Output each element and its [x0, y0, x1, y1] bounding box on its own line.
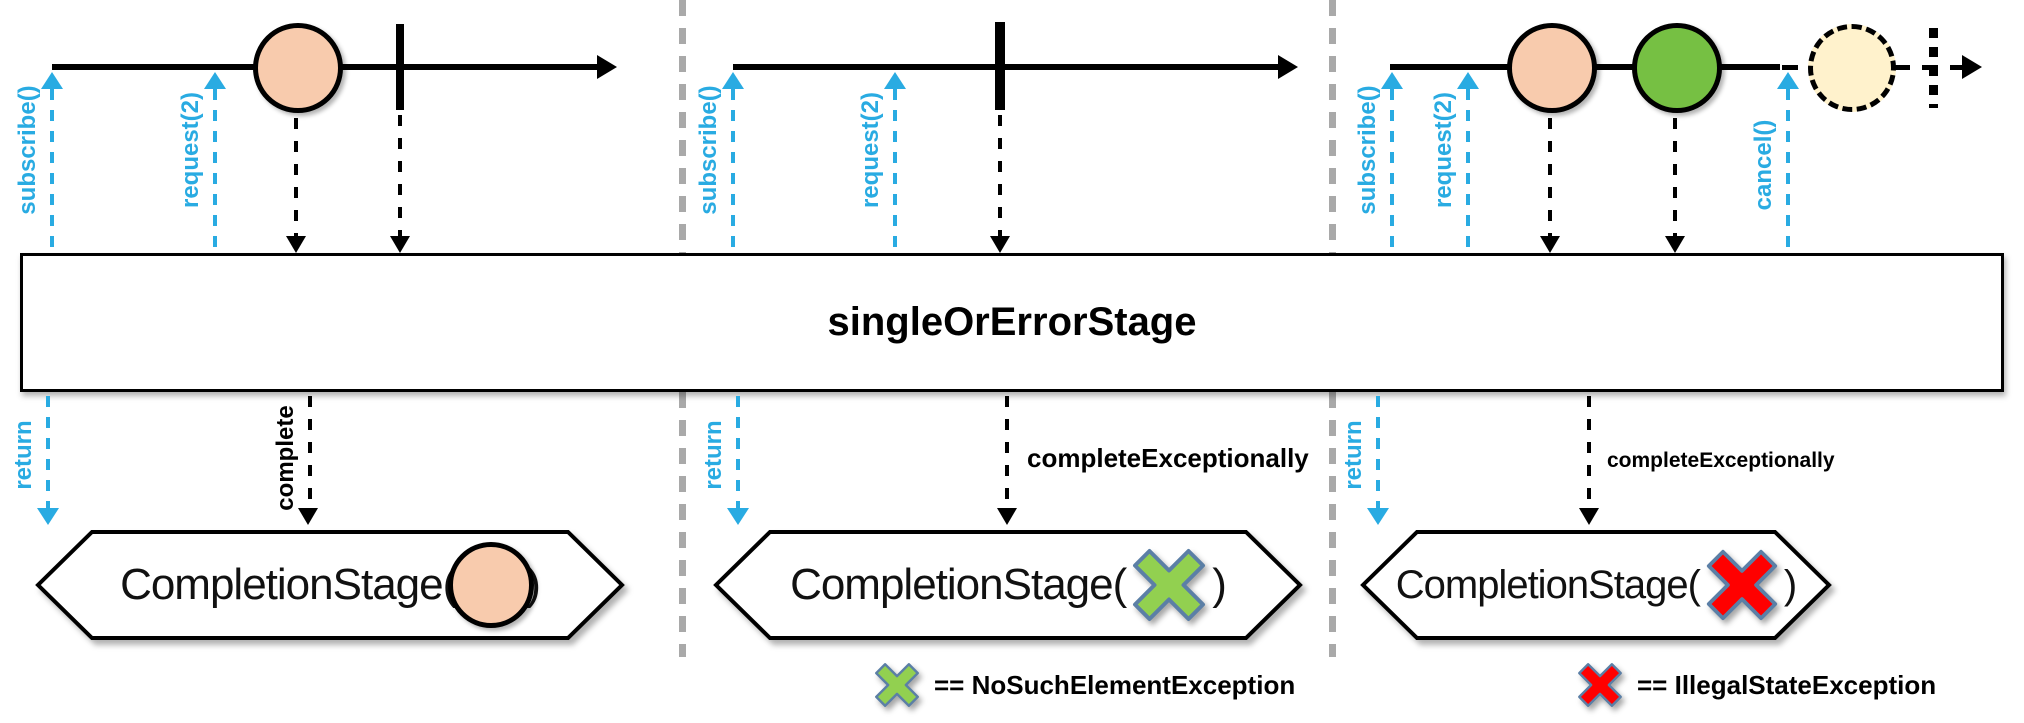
onnext-arrowhead-icon: [286, 236, 306, 253]
complete-exceptionally-arrow: [1587, 396, 1591, 508]
complete-exceptionally-label: completeExceptionally: [1607, 449, 1835, 472]
marble-green: [1632, 23, 1722, 113]
green-x-icon: [1133, 549, 1206, 621]
legend-label: == IllegalStateException: [1637, 669, 1937, 700]
marble-peach: [1507, 23, 1597, 113]
completion-stage-content: CompletionStage( ): [35, 529, 625, 641]
onnext-arrow: [1673, 118, 1677, 236]
legend-illegal-state: == IllegalStateException: [1575, 660, 1936, 710]
return-arrowhead-icon: [727, 508, 749, 525]
return-arrow: [1376, 396, 1380, 508]
red-x-icon: [1706, 549, 1778, 621]
subscribe-arrowhead-icon: [1381, 72, 1403, 89]
subscribe-arrow: [50, 89, 54, 250]
cancel-label: cancel(): [1750, 119, 1777, 211]
request-label: request(2): [1430, 91, 1457, 209]
oncomplete-arrow: [398, 115, 402, 236]
timeline-arrowhead-icon: [597, 55, 617, 79]
timeline: [733, 64, 1278, 70]
return-arrow: [46, 396, 50, 508]
oncomplete-arrow: [998, 115, 1002, 236]
request-arrow: [1466, 89, 1470, 250]
complete-exceptionally-label: completeExceptionally: [1027, 443, 1309, 473]
marble-peach: [253, 23, 343, 113]
green-x-icon: [875, 663, 919, 707]
completion-stage-content: CompletionStage( ): [713, 529, 1303, 641]
subscribe-arrow: [731, 89, 735, 250]
complete-exceptionally-arrowhead-icon: [1579, 508, 1599, 525]
completion-stage-content: CompletionStage( ): [1360, 529, 1832, 641]
cancel-arrowhead-icon: [1777, 72, 1799, 89]
subscribe-label: subscribe(): [695, 85, 722, 215]
subscribe-arrowhead-icon: [722, 72, 744, 89]
return-arrowhead-icon: [37, 508, 59, 525]
onnext-arrowhead-icon: [1540, 236, 1560, 253]
result-marble-peach: [448, 542, 535, 628]
complete-tick: [396, 24, 404, 110]
complete-exceptionally-arrow: [1005, 396, 1009, 508]
subscribe-arrowhead-icon: [41, 72, 63, 89]
completion-stage-suffix: ): [1783, 562, 1797, 607]
onnext-arrowhead-icon: [1665, 236, 1685, 253]
stage-box-title: singleOrErrorStage: [827, 300, 1197, 344]
return-label: return: [10, 420, 37, 490]
legend-label: == NoSuchElementException: [934, 669, 1296, 700]
onnext-arrow: [294, 118, 298, 236]
oncomplete-arrowhead-icon: [990, 236, 1010, 253]
stage-box: singleOrErrorStage: [20, 253, 2004, 392]
completion-stage-prefix: CompletionStage(: [120, 560, 457, 609]
timeline-arrowhead-icon: [1278, 55, 1298, 79]
onnext-arrow: [1548, 118, 1552, 236]
completion-stage-prefix: CompletionStage(: [790, 560, 1127, 609]
complete-label: complete: [272, 405, 299, 511]
return-label: return: [1340, 420, 1367, 490]
completion-stage-suffix: ): [1212, 560, 1227, 609]
cancel-arrow: [1786, 89, 1790, 250]
request-label: request(2): [177, 91, 204, 209]
request-label: request(2): [857, 91, 884, 209]
request-arrowhead-icon: [204, 72, 226, 89]
return-arrowhead-icon: [1367, 508, 1389, 525]
return-label: return: [700, 420, 727, 490]
completion-stage-prefix: CompletionStage(: [1395, 562, 1701, 607]
subscribe-label: subscribe(): [1354, 85, 1381, 215]
complete-tick-dotted: [1929, 28, 1938, 108]
legend-no-such-element: == NoSuchElementException: [872, 660, 1295, 710]
request-arrowhead-icon: [884, 72, 906, 89]
completion-stage-shape: [1360, 530, 1832, 640]
return-arrow: [736, 396, 740, 508]
subscribe-label: subscribe(): [14, 85, 41, 215]
complete-arrow: [308, 396, 312, 508]
request-arrow: [893, 89, 897, 250]
red-x-icon: [1578, 663, 1622, 707]
timeline-arrowhead-icon: [1962, 55, 1982, 79]
request-arrowhead-icon: [1457, 72, 1479, 89]
complete-tick: [995, 22, 1005, 110]
request-arrow: [213, 89, 217, 250]
complete-exceptionally-arrowhead-icon: [997, 508, 1017, 525]
oncomplete-arrowhead-icon: [390, 236, 410, 253]
marble-pending-dashed: [1808, 24, 1896, 112]
subscribe-arrow: [1390, 89, 1394, 250]
complete-arrowhead-icon: [298, 508, 318, 525]
